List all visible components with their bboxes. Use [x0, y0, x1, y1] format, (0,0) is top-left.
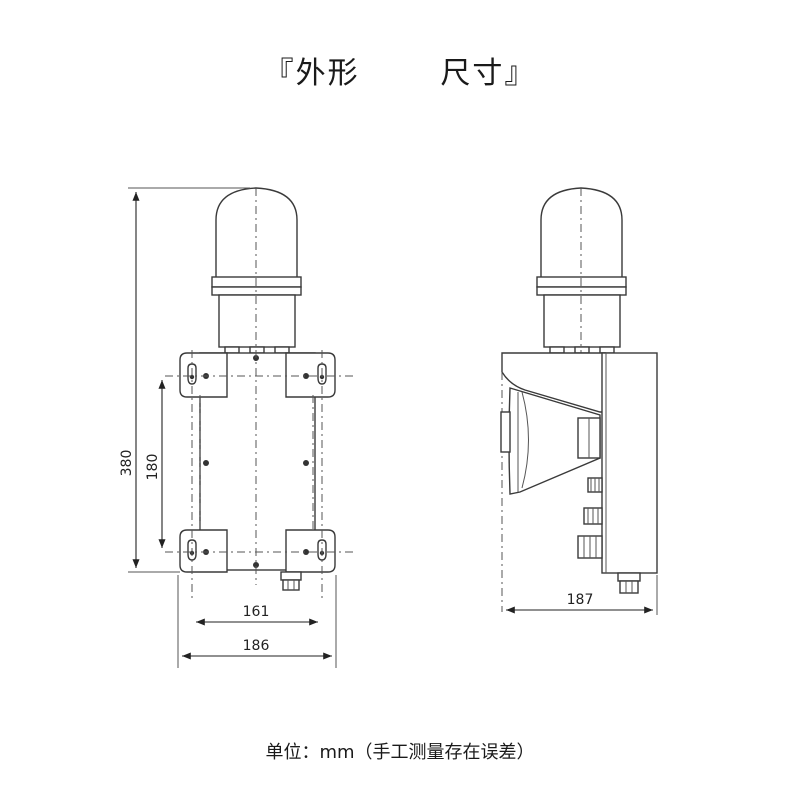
front-lamp-base	[218, 294, 296, 348]
side-cable-gland	[617, 572, 641, 594]
mount-tab-top-right	[285, 352, 336, 398]
diagram-title: 『外形 尺寸』	[263, 56, 537, 91]
mount-tab-bottom-right	[285, 529, 336, 573]
front-view: 380 180 161 186	[119, 187, 355, 668]
units-note: 单位：mm（手工测量存在误差）	[265, 742, 535, 763]
keyhole-icon	[317, 363, 327, 385]
horn-speaker	[508, 387, 601, 495]
cable-gland	[280, 571, 302, 591]
side-gland-2	[583, 507, 603, 525]
dim-hole-spacing-vertical: 180	[145, 454, 161, 481]
side-gland-3	[577, 535, 603, 559]
side-lamp-base	[543, 294, 621, 348]
side-gland-1	[587, 477, 603, 493]
dim-total-height: 380	[119, 450, 135, 477]
side-enclosure	[601, 352, 658, 574]
side-view: 187	[500, 187, 658, 615]
dim-front-width: 186	[243, 638, 270, 654]
dim-hole-spacing-horizontal: 161	[243, 604, 270, 620]
dim-side-depth: 187	[567, 592, 594, 608]
